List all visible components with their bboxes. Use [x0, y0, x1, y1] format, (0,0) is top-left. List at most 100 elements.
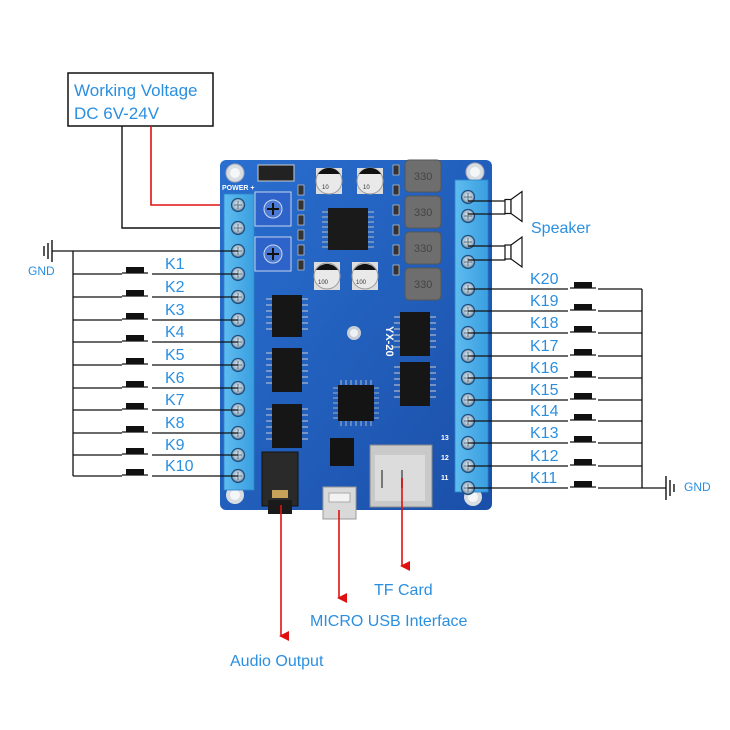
speaker-1: [468, 190, 523, 223]
right-key-k12: K12: [468, 448, 642, 467]
capacitor-bottom-left: 100: [313, 262, 341, 290]
speaker-2: [468, 235, 523, 269]
speaker-icon: [504, 198, 512, 215]
right-key-k20: K20: [468, 271, 642, 290]
left-key-label: K2: [165, 279, 185, 296]
right-key-label: K20: [530, 271, 559, 288]
push-button-icon: [126, 426, 144, 432]
left-gnd-symbol: [43, 240, 53, 262]
micro-usb-label: MICRO USB Interface: [310, 613, 467, 630]
right-key-label: K12: [530, 448, 559, 465]
left-key-2: K2: [73, 279, 238, 298]
capacitor-bottom-right: 100: [351, 262, 379, 290]
right-key-label: K14: [530, 403, 559, 420]
speaker-cone-icon: [510, 235, 523, 269]
left-key-1: K1: [73, 256, 238, 275]
right-key-label: K16: [530, 360, 559, 377]
push-button-icon: [574, 349, 592, 355]
push-button-icon: [126, 290, 144, 296]
left-key-label: K4: [165, 324, 185, 341]
push-button-icon: [126, 358, 144, 364]
svg-text:100: 100: [356, 280, 367, 286]
mcu-chip: [333, 380, 379, 426]
left-key-6: K6: [73, 370, 238, 389]
right-key-k15: K15: [468, 382, 642, 401]
left-key-label: K3: [165, 302, 185, 319]
power-spec-box: Working Voltage DC 6V-24V: [67, 72, 214, 127]
push-button-icon: [126, 448, 144, 454]
svg-text:10: 10: [363, 185, 370, 191]
right-key-label: K15: [530, 382, 559, 399]
board-model: YX-20: [383, 326, 395, 357]
driver-chips-right: [400, 312, 430, 406]
speaker-icon: [504, 244, 512, 260]
left-key-label: K7: [165, 392, 185, 409]
push-button-icon: [574, 393, 592, 399]
right-key-k16: K16: [468, 360, 642, 379]
right-key-label: K17: [530, 338, 559, 355]
speaker-label: Speaker: [531, 220, 591, 237]
left-key-3: K3: [73, 302, 238, 321]
right-key-k11: K11: [468, 470, 642, 489]
left-key-4: K4: [73, 324, 238, 343]
push-button-icon: [574, 459, 592, 465]
power-silkscreen: POWER +: [222, 185, 254, 192]
power-wire-negative: [121, 126, 238, 229]
right-key-label: K19: [530, 293, 559, 310]
left-key-label: K5: [165, 347, 185, 364]
left-key-5: K5: [73, 347, 238, 366]
left-key-label: K10: [165, 458, 194, 475]
power-voltage-range: DC 6V-24V: [74, 104, 160, 123]
svg-text:330: 330: [414, 207, 432, 219]
svg-text:12: 12: [441, 455, 449, 462]
tf-card-label: TF Card: [374, 582, 433, 599]
left-key-7: K7: [73, 392, 238, 411]
push-button-icon: [126, 335, 144, 341]
svg-text:10: 10: [322, 185, 329, 191]
right-key-k19: K19: [468, 293, 642, 312]
right-key-k13: K13: [468, 425, 642, 444]
tf-card-slot: [369, 444, 433, 508]
push-button-icon: [574, 304, 592, 310]
push-button-icon: [574, 481, 592, 487]
speaker-wire: [468, 200, 506, 202]
left-gnd-label: GND: [28, 264, 55, 278]
right-key-label: K13: [530, 425, 559, 442]
power-wire-positive: [150, 126, 238, 206]
power-voltage-title: Working Voltage: [74, 81, 197, 100]
speaker-connections: [468, 190, 523, 269]
speaker-cone-icon: [510, 190, 523, 223]
capacitor-top-left: 10: [315, 167, 343, 195]
push-button-icon: [126, 313, 144, 319]
driver-chips-left: [272, 295, 302, 448]
right-key-k17: K17: [468, 338, 642, 357]
push-button-icon: [126, 267, 144, 273]
svg-text:330: 330: [414, 243, 432, 255]
left-key-label: K8: [165, 415, 185, 432]
audio-jack: [261, 451, 299, 514]
flash-chip: [330, 438, 354, 466]
inductors: 330 330 330 330: [404, 159, 442, 301]
svg-text:11: 11: [441, 475, 449, 482]
left-key-label: K6: [165, 370, 185, 387]
push-button-icon: [574, 436, 592, 442]
push-button-icon: [126, 403, 144, 409]
push-button-icon: [574, 326, 592, 332]
push-button-icon: [574, 282, 592, 288]
right-key-label: K18: [530, 315, 559, 332]
right-key-k14: K14: [468, 403, 642, 422]
capacitor-top-right: 10: [356, 167, 384, 195]
left-key-label: K9: [165, 437, 185, 454]
right-key-label: K11: [530, 470, 557, 487]
left-key-8: K8: [73, 415, 238, 434]
potentiometer-1: [254, 191, 292, 227]
left-key-10: K10: [73, 458, 238, 477]
audio-output-label: Audio Output: [230, 653, 324, 670]
left-key-label: K1: [165, 256, 185, 273]
right-key-k18: K18: [468, 315, 642, 334]
svg-text:330: 330: [414, 171, 432, 183]
right-gnd-symbol: [665, 476, 675, 500]
